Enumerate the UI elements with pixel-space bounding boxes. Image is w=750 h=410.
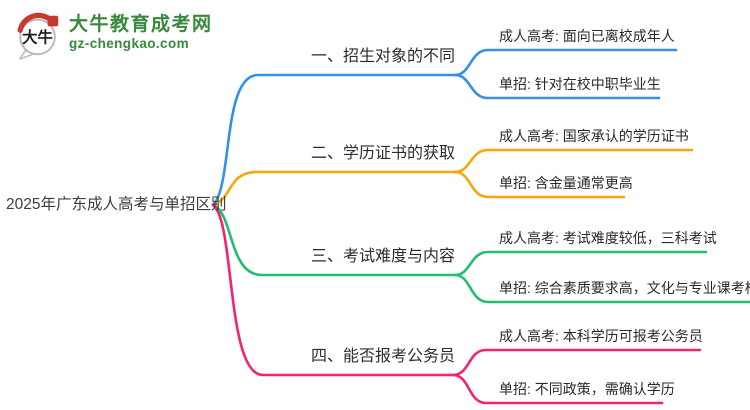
branch-1-leaf-2: 单招: 针对在校中职毕业生 [499,76,661,92]
branch-1-trunk-line [211,73,457,207]
branch-4-trunk-line [211,203,455,377]
branch-4-leaf-2: 单招: 不同政策，需确认学历 [499,381,675,397]
branch-2-label: 二、学历证书的获取 [311,145,456,162]
branch-2-leaf-2: 单招: 含金量通常更高 [499,175,633,191]
branch-1-label: 一、招生对象的不同 [311,48,456,65]
site-logo: 大牛 大牛教育成考网 gz-chengkao.com [13,10,213,60]
bubble-circle [19,18,56,56]
branch-1-fork-bottom-line [453,73,661,100]
branch-3-trunk-line [211,203,457,277]
logo-bubble-text: 大牛 [22,28,53,47]
branch-4-fork-bottom-line [451,373,664,405]
branch-1-leaf-1: 成人高考: 面向已离校成年人 [499,28,675,44]
branch-3-leaf-1: 成人高考: 考试难度较低，三科考试 [499,230,717,246]
logo-text-block: 大牛教育成考网 gz-chengkao.com [69,10,213,52]
site-name: 大牛教育成考网 [69,14,213,35]
branch-4-leaf-1: 成人高考: 本科学历可报考公务员 [499,328,703,344]
root-node-label: 2025年广东成人高考与单招区别 [6,196,227,213]
branch-2-fork-top-line [453,148,694,174]
branch-2-trunk-line [211,170,457,207]
branch-3-leaf-2: 单招: 综合素质要求高，文化与专业课考核 [499,280,750,296]
site-url: gz-chengkao.com [69,36,190,51]
branch-2-fork-bottom-line [453,170,626,199]
branch-4-fork-top-line [451,348,702,377]
branch-2-leaf-1: 成人高考: 国家承认的学历证书 [499,128,689,144]
speech-bubble-logo-icon: 大牛 [17,12,59,60]
branch-4-label: 四、能否报考公务员 [311,348,456,365]
branch-3-label: 三、考试难度与内容 [311,248,456,265]
branch-3-fork-top-line [453,250,708,277]
branch-1-fork-top-line [453,48,678,77]
red-seal [47,15,59,27]
branch-3-fork-bottom-line [453,273,750,304]
